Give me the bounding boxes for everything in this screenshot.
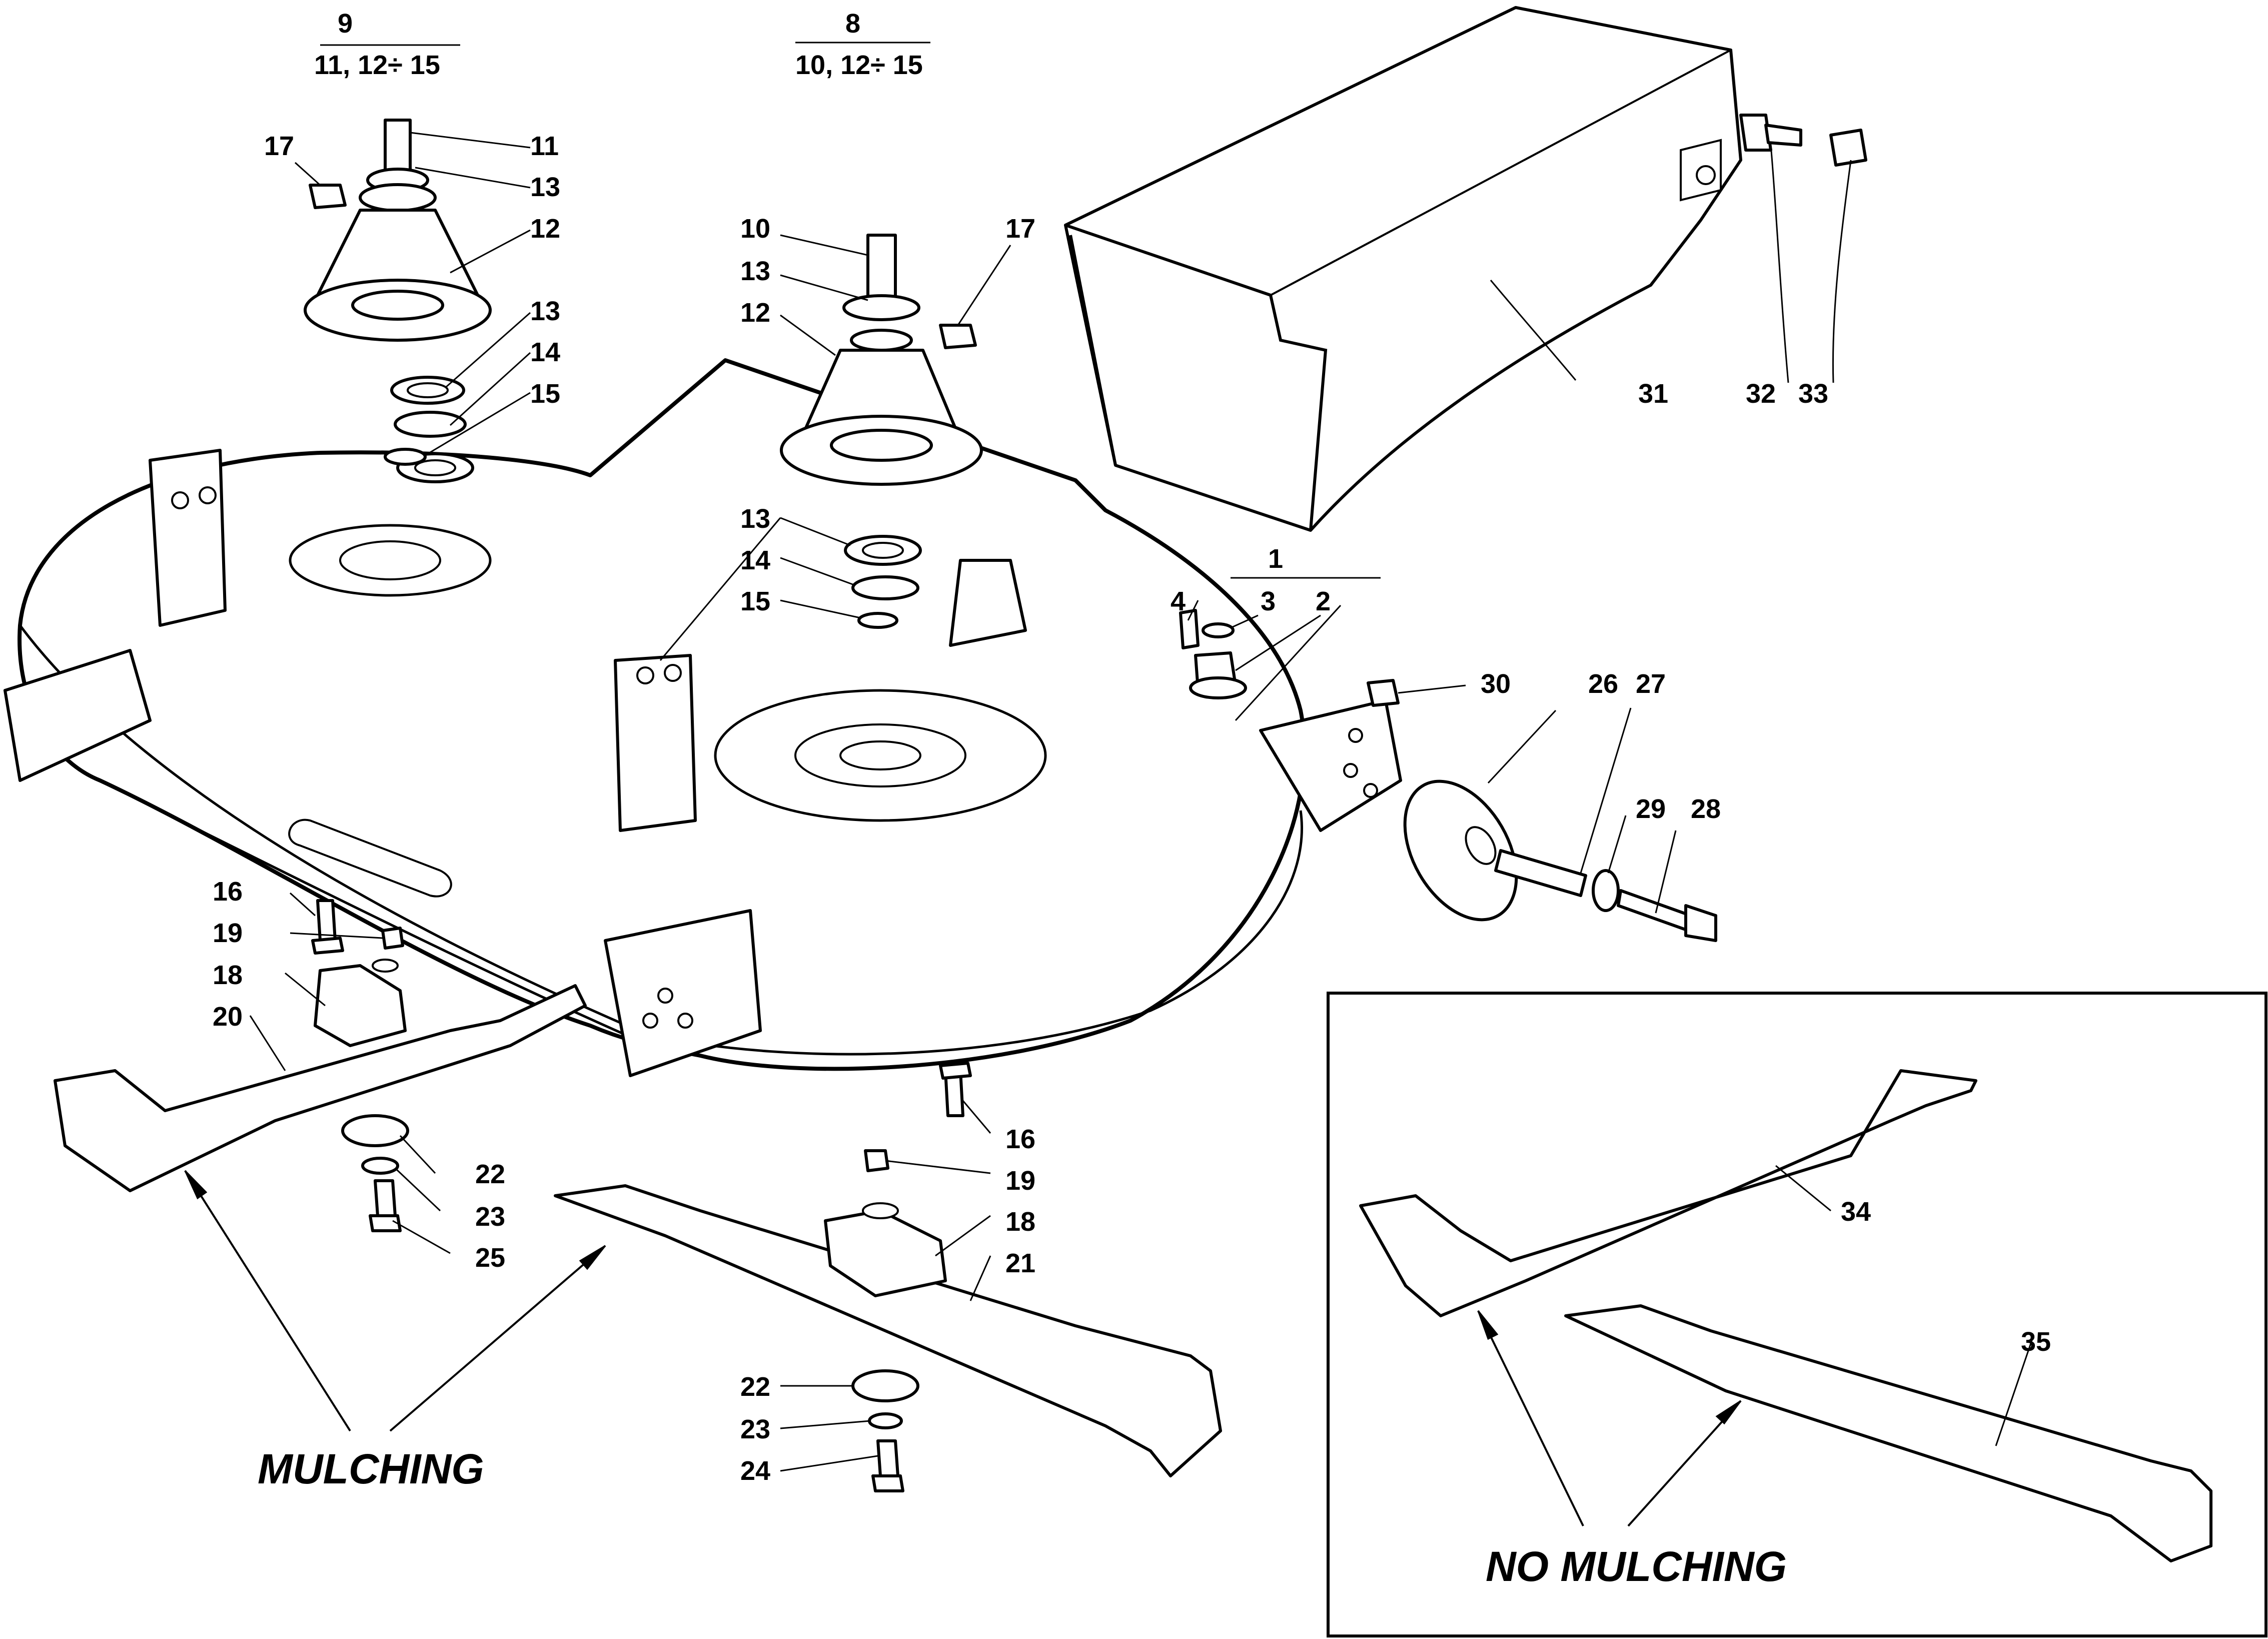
- callout-17: 17: [1005, 214, 1035, 244]
- washer-22-center: [851, 1369, 919, 1402]
- group-labels: 9 11, 12÷ 15 8 10, 12÷ 15 1: [314, 9, 1283, 574]
- spindle-assembly-right: [780, 234, 983, 629]
- washer-23-left: [361, 1157, 399, 1175]
- callout-22: 22: [740, 1372, 770, 1402]
- bolt-25: [374, 1179, 397, 1217]
- callout-13: 13: [740, 256, 770, 286]
- spindle-assembly-left: [304, 119, 492, 483]
- callout-20: 20: [213, 1002, 243, 1032]
- callout-11: 11: [530, 131, 559, 161]
- callout-13: 13: [740, 504, 770, 534]
- callout-3: 3: [1261, 586, 1276, 616]
- nut-33: [1829, 129, 1867, 167]
- pin-4: [1179, 609, 1200, 649]
- callout-25: 25: [475, 1243, 505, 1273]
- adjuster-parts: [1179, 609, 1247, 699]
- callout-24: 24: [740, 1456, 770, 1486]
- callout-28: 28: [1691, 794, 1721, 824]
- callout-16: 16: [1005, 1124, 1035, 1154]
- blade-21: [554, 1184, 1222, 1477]
- callout-33: 33: [1798, 379, 1828, 409]
- key-19-center: [864, 1149, 889, 1172]
- callout-4: 4: [1171, 586, 1186, 616]
- callout-34: 34: [1841, 1197, 1871, 1227]
- washer-3: [1202, 622, 1235, 638]
- callout-14: 14: [740, 545, 770, 575]
- callout-32: 32: [1746, 379, 1776, 409]
- washer-29: [1592, 869, 1620, 912]
- callout-21: 21: [1005, 1248, 1035, 1278]
- nut-17-right: [939, 324, 977, 349]
- mulching-caption: MULCHING: [258, 1445, 484, 1492]
- wheel-assembly: [1367, 679, 1717, 942]
- bolt-32: [1739, 114, 1802, 152]
- blade-34: [1359, 1069, 1977, 1317]
- washer-23-center: [868, 1412, 903, 1429]
- bolt-28: [1684, 904, 1717, 942]
- callout-16: 16: [213, 877, 243, 907]
- callout-2: 2: [1316, 586, 1331, 616]
- spacer-27: [1494, 849, 1587, 897]
- callout-22: 22: [475, 1159, 505, 1189]
- no-mulching-inset: [1327, 992, 2267, 1637]
- callout-13: 13: [530, 172, 560, 202]
- callout-23: 23: [475, 1202, 505, 1232]
- callout-23: 23: [740, 1414, 770, 1444]
- callout-12: 12: [530, 214, 560, 244]
- caption-arrows: [184, 1170, 1742, 1527]
- discharge-chute: [1064, 6, 1742, 532]
- blade-assembly-left: [54, 899, 587, 1232]
- leader-lines: [249, 42, 2034, 1472]
- callout-31: 31: [1638, 379, 1668, 409]
- callout-12: 12: [740, 298, 770, 328]
- blade-35: [1564, 1304, 2212, 1562]
- group-8-members: 10, 12÷ 15: [795, 50, 923, 80]
- washer-22-left: [341, 1114, 409, 1147]
- callout-10: 10: [740, 214, 770, 244]
- blade-assembly-center: [554, 1062, 1222, 1492]
- nut-17-left: [309, 184, 347, 209]
- bolt-24: [876, 1439, 899, 1477]
- nut-30: [1367, 679, 1400, 707]
- callout-17: 17: [264, 131, 294, 161]
- mower-deck: [4, 358, 1402, 1077]
- group-1-label: 1: [1268, 544, 1283, 574]
- callout-15: 15: [530, 379, 560, 409]
- callout-numbers: 11 13 12 17 13 14 15 10 13 12 17 13 14 1…: [213, 131, 2051, 1486]
- group-9-label: 9: [338, 9, 353, 39]
- callout-18: 18: [213, 960, 243, 990]
- callout-19: 19: [213, 918, 243, 948]
- callout-35: 35: [2021, 1327, 2051, 1357]
- hub-18-left: [314, 964, 407, 1047]
- callout-30: 30: [1481, 669, 1511, 699]
- callout-29: 29: [1636, 794, 1666, 824]
- callout-14: 14: [530, 337, 560, 367]
- callout-26: 26: [1588, 669, 1618, 699]
- callout-27: 27: [1636, 669, 1666, 699]
- callout-15: 15: [740, 586, 770, 616]
- group-9-members: 11, 12÷ 15: [314, 50, 440, 80]
- callout-19: 19: [1005, 1166, 1035, 1196]
- key-19-left: [381, 927, 404, 950]
- no-mulching-caption: NO MULCHING: [1486, 1543, 1787, 1590]
- blade-20: [54, 984, 587, 1192]
- callout-18: 18: [1005, 1207, 1035, 1237]
- group-8-label: 8: [845, 9, 860, 39]
- wheel-26: [1403, 779, 1518, 922]
- callout-13: 13: [530, 296, 560, 326]
